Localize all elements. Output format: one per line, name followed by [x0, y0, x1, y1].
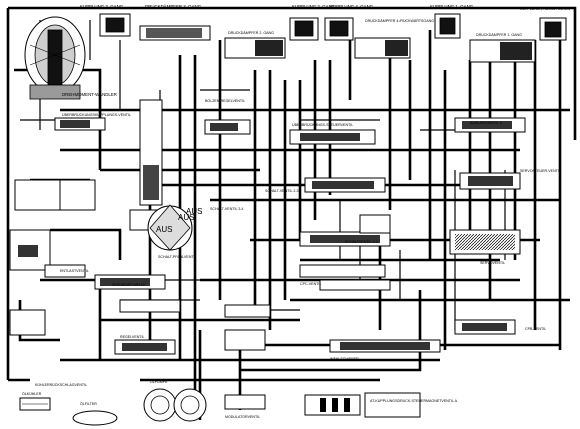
oil-filter — [72, 410, 118, 426]
solenoid-block — [304, 394, 361, 416]
label-cpb-valve: CPB-VENTIL — [525, 327, 546, 331]
label-clutch-1: KUPPLUNG 1. GANG — [430, 4, 474, 9]
label-relief-valve: ENTLASTVENTIL — [60, 269, 89, 273]
label-oil-pump: ÖLPUMPE — [150, 380, 168, 384]
label-shift-valve-1-2: SCHALTVENTIL 1-2 — [345, 240, 378, 244]
label-cooler-check-valve: KÜHLERRÜCKSCHLAGVENTIL — [35, 383, 87, 387]
label-oil-filter: ÖLFILTER — [80, 402, 97, 406]
label-damper-3: DRUCKDÄMPFER 3. GANG — [145, 4, 202, 9]
aus-label-1: AUS — [178, 213, 194, 222]
label-outlet-valve-4: AUSLASSVENTIL 4 — [470, 121, 502, 125]
clutch-3 — [99, 13, 131, 37]
clutch-1-hold — [539, 17, 567, 41]
pressure-damper-1 — [469, 39, 536, 63]
clutch-2 — [289, 17, 319, 41]
aus-label-3: AUS — [186, 207, 202, 216]
label-servo-control: SERVOSTEUER-VENTIL — [520, 169, 561, 173]
label-damper-4: DRUCKDÄMPFER 4./RÜCKWÄRTSGANG — [365, 19, 434, 23]
oil-cooler — [19, 397, 51, 411]
at-solenoid — [364, 392, 421, 418]
label-lockup-control: ÜBERBRÜCKUNGS-STEUERVENTIL — [292, 123, 353, 127]
aus-label-2: AUS — [156, 225, 172, 234]
labels: KUPPLUNG 3. GANG DRUCKDÄMPFER 3. GANG KU… — [22, 4, 571, 419]
label-clutch-3: KUPPLUNG 3. GANG — [80, 4, 124, 9]
clutch-4 — [324, 17, 354, 41]
torque-converter — [24, 16, 86, 100]
pipe-network — [6, 6, 577, 420]
label-servo-valve: SERVOVENTIL — [480, 261, 505, 265]
label-regulator-valve: REGELVENTIL — [120, 335, 145, 339]
rotary-selector: AUS AUS AUS — [147, 204, 202, 251]
label-cpc-valve: CPC-VENTIL — [300, 282, 321, 286]
label-shift-valve-3-4: SCHALT-VENTIL 3-4 — [210, 207, 244, 211]
label-lockup-valve: ÜBERBRÜCKUNGSKUPPLUNGS-VENTIL — [62, 113, 131, 117]
label-selector-slide: WÄHLSCHIEBER — [330, 357, 359, 361]
label-damper-1: DRUCKDÄMPFER 1. GANG — [476, 33, 522, 37]
label-damper-2: DRUCKDÄMPFER 2. GANG — [228, 31, 274, 35]
label-torque-converter: DREHMOMENT-WANDLER — [62, 92, 117, 97]
valves — [9, 99, 526, 355]
label-shift-valve-2-3: SCHALT-VENTIL 2-3 — [265, 189, 299, 193]
label-clutch-2: KUPPLUNG 2. GANG — [292, 4, 336, 9]
label-shift-pin-valve: SCHALT-PFAHLVENTIL — [158, 255, 197, 259]
modulator-valve — [224, 394, 266, 410]
label-clutch-4: KUPPLUNG 4. GANG — [330, 4, 374, 9]
pressure-damper-3 — [139, 25, 211, 41]
label-oil-cooler: ÖLKÜHLER — [22, 392, 42, 396]
label-at-solenoid: AT-KUPPLUNGSDRUCK-STEUERMAGNETVENTIL A — [370, 399, 458, 403]
clutch-1 — [434, 13, 461, 39]
thin-lines — [20, 20, 506, 330]
label-secondary-shaft: SEKUNDÄR-WELLE — [112, 283, 146, 287]
pressure-damper-4 — [354, 37, 411, 59]
label-clutch-1-hold: KUPPLUNG 1. GANG HALTEN — [520, 7, 571, 11]
label-modulator-valve: MODULATORVENTIL — [225, 415, 260, 419]
oil-pump — [143, 388, 207, 422]
pressure-damper-2 — [224, 37, 286, 59]
label-pin-valve: BOLZEN-REGELVENTIL — [205, 99, 245, 103]
